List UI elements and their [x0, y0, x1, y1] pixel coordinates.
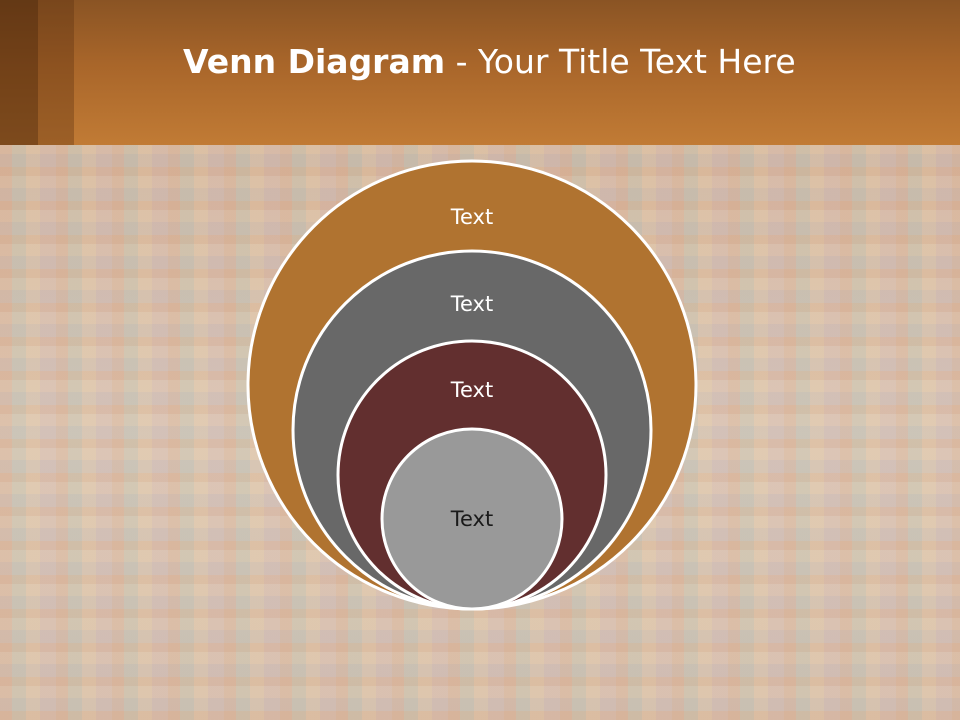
venn-label-outer[interactable]: Text	[450, 205, 493, 229]
slide-title-rest: - Your Title Text Here	[445, 42, 796, 81]
slide-title-bold: Venn Diagram	[183, 42, 446, 81]
slide-title[interactable]: Venn Diagram - Your Title Text Here	[183, 40, 796, 84]
venn-label-third[interactable]: Text	[450, 378, 493, 402]
venn-circle-inner[interactable]	[380, 427, 564, 611]
header-accent-stripe	[0, 0, 38, 145]
venn-label-inner[interactable]: Text	[450, 507, 493, 531]
header-accent-stripe-secondary	[38, 0, 74, 145]
title-bar: Venn Diagram - Your Title Text Here	[0, 0, 960, 145]
venn-label-second[interactable]: Text	[450, 292, 493, 316]
